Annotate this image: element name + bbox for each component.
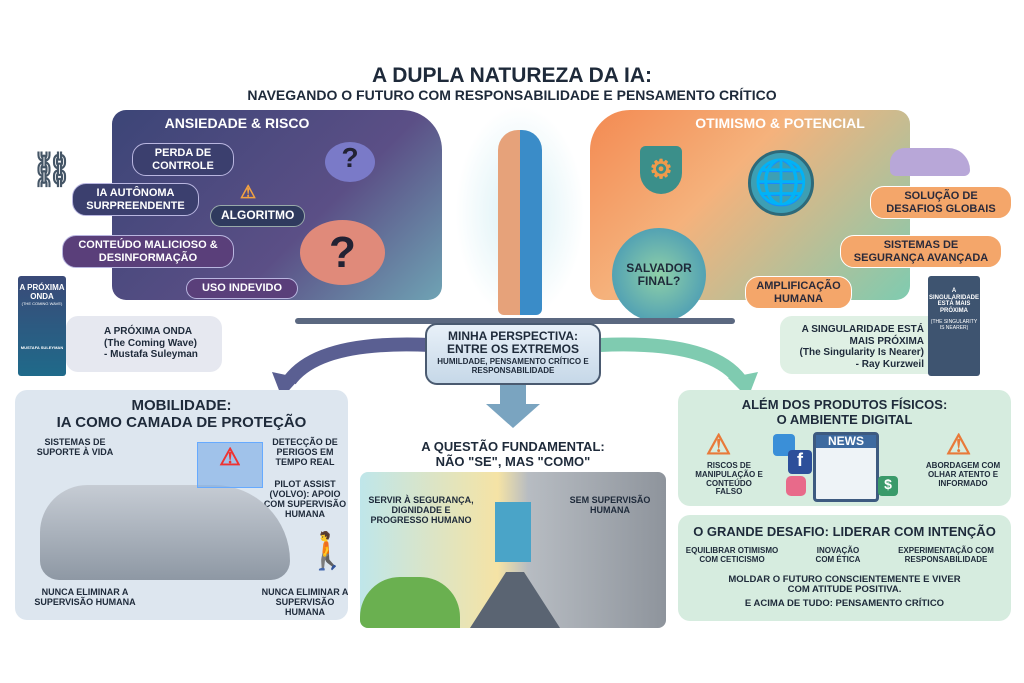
optimism-item: SISTEMAS DE SEGURANÇA AVANÇADA <box>840 235 1002 269</box>
digital-left-text: RISCOS DE MANIPULAÇÃO E CONTEÚDO FALSO <box>695 461 763 497</box>
savior-label: SALVADOR FINAL? <box>626 260 692 288</box>
warning-icon: ⚠ <box>240 182 257 202</box>
optimism-item: SOLUÇÃO DE DESAFIOS GLOBAIS <box>870 186 1012 220</box>
challenge-closing: MOLDAR O FUTURO CONSCIENTEMENTE E VIVER … <box>728 574 961 596</box>
brain-icon: ? <box>325 142 375 182</box>
book-cover-title: A PRÓXIMA ONDA <box>19 283 65 301</box>
warning-icon: ⚠ <box>706 429 732 460</box>
question-title: A QUESTÃO FUNDAMENTAL: <box>421 439 605 454</box>
mobility-label: SISTEMAS DE SUPORTE À VIDA <box>36 437 114 457</box>
risk-item: PERDA DE CONTROLE <box>132 143 234 177</box>
broken-chain-icon: ⛓ <box>30 151 74 189</box>
book-right-cover: A SINGULARIDADE ESTÁ MAIS PRÓXIMA (The S… <box>928 276 980 376</box>
challenge-closing2: E ACIMA DE TUDO: PENSAMENTO CRÍTICO <box>744 598 945 609</box>
challenge-item: EQUILIBRAR OTIMISMO COM CETICISMO <box>685 546 779 564</box>
optimism-item: AMPLIFICAÇÃO HUMANA <box>745 276 852 310</box>
news-label: NEWS <box>816 434 876 449</box>
left-arrow-head <box>272 372 300 398</box>
perspective-title: MINHA PERSPECTIVA: ENTRE OS EXTREMOS <box>446 329 580 357</box>
car-icon <box>890 148 970 176</box>
globe-icon: 🌐 <box>748 150 814 216</box>
challenge-item: INOVAÇÃO COM ÉTICA <box>815 546 861 564</box>
pedestrian-icon: 🚶 <box>305 530 350 571</box>
city-skyline <box>495 502 531 562</box>
instagram-icon <box>786 476 806 496</box>
caption-sub: (The Singularity Is Nearer) <box>799 347 924 358</box>
challenge-panel: O GRANDE DESAFIO: LIDERAR COM INTENÇÃO E… <box>678 515 1011 621</box>
trees <box>360 577 460 628</box>
mobility-label: NUNCA ELIMINAR A SUPERVISÃO HUMANA <box>261 587 349 617</box>
hazard-display: ⚠ <box>197 442 263 488</box>
book-cover-title: A SINGULARIDADE ESTÁ MAIS PRÓXIMA <box>928 288 979 314</box>
mobility-label: NUNCA ELIMINAR A SUPERVISÃO HUMANA <box>34 587 136 607</box>
main-title: A DUPLA NATUREZA DA IA: <box>372 64 652 87</box>
mobility-label: DETECÇÃO DE PERIGOS EM TEMPO REAL <box>272 437 338 467</box>
challenge-title: O GRANDE DESAFIO: LIDERAR COM INTENÇÃO <box>693 524 996 539</box>
shelf-bar <box>295 318 735 324</box>
down-arrow-shaft <box>500 385 526 405</box>
risk-item: IA AUTÔNOMA SURPREENDENTE <box>72 183 199 217</box>
mobility-title: MOBILIDADE: <box>131 397 232 414</box>
book-left-caption: A PRÓXIMA ONDA (The Coming Wave) - Musta… <box>66 316 222 372</box>
mobility-label: PILOT ASSIST (Volvo): APOIO COM SUPERVIS… <box>263 479 347 519</box>
caption-title: A PRÓXIMA ONDA <box>104 326 193 337</box>
brain-icon: ? <box>300 220 385 285</box>
news-screen: NEWS <box>813 432 879 502</box>
optimism-title: OTIMISMO & POTENCIAL <box>695 115 865 131</box>
challenge-item: EXPERIMENTAÇÃO COM RESPONSABILIDADE <box>898 546 994 564</box>
book-right-caption: A SINGULARIDADE ESTÁ MAIS PRÓXIMA (The S… <box>780 316 940 374</box>
down-arrow-head <box>486 404 540 428</box>
human-ai-figure <box>498 130 542 315</box>
book-cover-author: Mustafa Suleyman <box>20 344 64 350</box>
warning-icon: ⚠ <box>946 429 972 460</box>
question-subtitle: NÃO "SE", MAS "COMO" <box>435 454 591 469</box>
main-subtitle: NAVEGANDO O FUTURO COM RESPONSABILIDADE … <box>247 87 777 103</box>
book-left-cover: A PRÓXIMA ONDA (The Coming Wave) Mustafa… <box>18 276 66 376</box>
caption-title: A SINGULARIDADE ESTÁ MAIS PRÓXIMA <box>801 324 924 347</box>
crossroads-illustration: SERVIR À SEGURANÇA, DIGNIDADE E PROGRESS… <box>360 472 666 628</box>
shield-gear-icon: ⚙ <box>640 146 682 194</box>
facebook-icon: f <box>788 450 812 474</box>
mobility-title2: IA COMO CAMADA DE PROTEÇÃO <box>56 414 307 431</box>
left-curved-arrow <box>284 337 431 385</box>
digital-right-text: ABORDAGEM COM OLHAR ATENTO E INFORMADO <box>925 461 1001 488</box>
digital-title: ALÉM DOS PRODUTOS FÍSICOS: <box>741 397 948 412</box>
car-icon <box>40 485 290 580</box>
risk-title: ANSIEDADE & RISCO <box>164 115 310 131</box>
right-path-label: SEM SUPERVISÃO HUMANA <box>569 495 651 515</box>
book-cover-sub: (The Coming Wave) <box>21 300 63 306</box>
perspective-subtitle: HUMILDADE, PENSAMENTO CRÍTICO E RESPONSA… <box>437 357 589 376</box>
mobility-panel: MOBILIDADE: IA COMO CAMADA DE PROTEÇÃO S… <box>15 390 350 620</box>
caption-sub: (The Coming Wave) <box>104 337 197 349</box>
digital-panel: ALÉM DOS PRODUTOS FÍSICOS: O AMBIENTE DI… <box>678 390 1011 506</box>
caption-author: - Ray Kurzweil <box>855 358 924 370</box>
algorithm-chip: ALGORITMO <box>210 205 306 227</box>
risk-item: CONTEÚDO MALICIOSO & DESINFORMAÇÃO <box>62 235 234 269</box>
book-cover-sub: (The Singularity Is Nearer) <box>930 319 978 331</box>
right-curved-arrow <box>599 337 746 385</box>
digital-title2: O AMBIENTE DIGITAL <box>776 412 913 427</box>
road <box>470 572 560 628</box>
left-path-label: SERVIR À SEGURANÇA, DIGNIDADE E PROGRESS… <box>368 495 474 525</box>
caption-author: - Mustafa Suleyman <box>104 349 198 360</box>
dollar-icon: $ <box>878 476 898 496</box>
risk-item: USO INDEVIDO <box>186 278 298 299</box>
perspective-box: MINHA PERSPECTIVA: ENTRE OS EXTREMOS HUM… <box>425 323 601 385</box>
savior-globe: SALVADOR FINAL? <box>612 228 706 322</box>
